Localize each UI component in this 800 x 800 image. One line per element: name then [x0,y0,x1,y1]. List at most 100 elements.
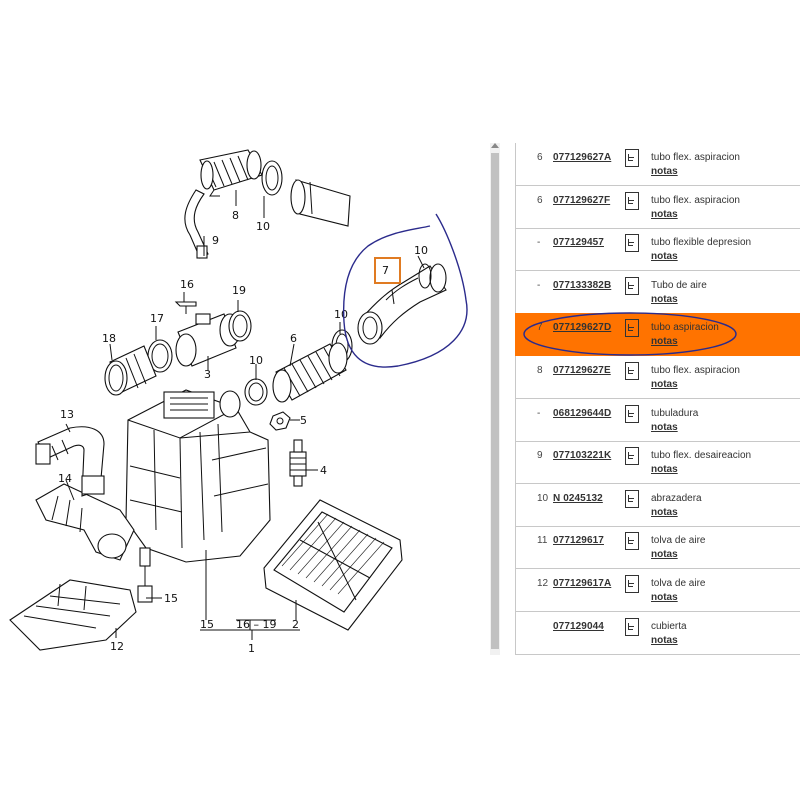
part-number-link[interactable]: 077129627A [553,152,612,163]
part-9-vent-hose[interactable] [184,189,209,259]
part-5-nut[interactable] [269,411,291,431]
part-row[interactable]: 6 077129627F tubo flex. aspiracion notas [515,186,800,229]
part-10-clamp-top[interactable] [261,160,283,196]
callout-6: 6 [290,332,297,345]
callout-13: 13 [60,408,74,421]
part-position: 7 [537,322,543,334]
part-15-sensor[interactable] [137,547,153,603]
part-7-intake-tube[interactable] [357,263,447,345]
part-number-link[interactable]: N 0245132 [553,492,603,504]
notes-link[interactable]: notas [651,208,678,220]
notes-link[interactable]: notas [651,293,678,305]
add-to-list-icon[interactable] [625,149,639,167]
add-to-list-icon[interactable] [625,319,639,338]
callout-16-19: 16 – 19 [236,618,277,631]
part-number-link[interactable]: 077129627F [553,194,611,206]
part-18-connector[interactable] [104,345,157,396]
part-8-hose[interactable] [199,149,263,197]
part-number-link[interactable]: 077129617A [553,578,612,589]
part-13-snorkel[interactable] [35,426,105,497]
notes-link[interactable]: notas [651,506,678,518]
add-to-list-icon[interactable] [625,362,639,380]
callout-4: 4 [320,464,327,477]
notes-link[interactable]: notas [651,251,678,263]
scroll-thumb[interactable] [491,153,499,649]
add-to-list-icon[interactable] [625,404,639,423]
part-row[interactable]: 7 077129627D tubo aspiracion notas [515,313,800,357]
part-number-link[interactable]: 077129457 [553,237,604,249]
part-position: 8 [537,365,543,376]
part-2-filter-element[interactable] [263,499,403,631]
callout-14: 14 [58,472,72,485]
part-position: - [537,237,541,249]
add-to-list-icon[interactable] [625,617,639,636]
callout-3: 3 [204,368,211,381]
part-number-link[interactable]: 077129627E [553,365,611,376]
add-to-list-icon[interactable] [625,447,639,466]
add-to-list-icon[interactable] [625,276,639,295]
callout-10: 10 [256,220,270,233]
part-description: tubuladura [651,407,699,419]
part-1-filter-housing[interactable] [125,389,271,563]
part-description: tubo flex. desaireacion [651,450,752,462]
part-number-link[interactable]: 077133382B [553,279,612,291]
part-number-link[interactable]: 077129627D [553,322,612,334]
callout-16: 16 [180,278,194,291]
part-16-clip[interactable] [174,301,197,307]
callout-5: 5 [300,414,307,427]
part-row[interactable]: -068129644D tubuladura notas [515,399,800,442]
callout-10-low: 10 [249,354,263,367]
add-to-list-icon[interactable] [625,191,639,210]
notes-link[interactable]: notas [651,464,678,476]
part-row[interactable]: 8 077129627E tubo flex. aspiracion notas [515,356,800,399]
part-description: tubo flex. aspiracion [651,365,740,376]
part-number-link[interactable]: 077129617 [553,535,604,547]
notes-link[interactable]: notas [651,634,678,646]
part-number-link[interactable]: 077103221K [553,450,612,462]
add-to-list-icon[interactable] [625,575,639,593]
part-6-corrugated-hose[interactable] [272,342,348,403]
part-position: - [537,279,541,291]
notes-link[interactable]: notas [651,421,678,433]
callout-18: 18 [102,332,116,345]
scroll-up-arrow-icon[interactable] [491,143,499,148]
part-number-link[interactable]: 068129644D [553,407,612,419]
part-description: tolva de aire [651,578,706,589]
add-to-list-icon[interactable] [625,234,639,253]
part-position: 10 [537,492,549,504]
diagram-scrollbar[interactable] [490,143,500,655]
callout-10-top: 10 [414,244,428,257]
add-to-list-icon[interactable] [625,489,639,508]
notes-link[interactable]: notas [651,549,678,561]
part-position: - [537,407,541,419]
highlight-box-part-7 [374,257,401,284]
part-3-air-mass-meter[interactable] [175,313,241,367]
callout-10-mid: 10 [334,308,348,321]
part-12-air-tray[interactable] [9,579,137,651]
part-position: 6 [537,194,543,206]
panel-divider [515,143,516,655]
part-number-link[interactable]: 077129044 [553,620,604,632]
callout-15-bottom: 15 [200,618,214,631]
callout-8: 8 [232,209,239,222]
notes-link[interactable]: notas [651,336,678,348]
notes-link[interactable]: notas [651,166,678,177]
notes-link[interactable]: notas [651,379,678,390]
add-to-list-icon[interactable] [625,532,639,551]
annotation-circle-diagram [342,213,468,368]
notes-link[interactable]: notas [651,592,678,603]
part-description: tubo flex. aspiracion [651,194,740,206]
part-description: tubo aspiracion [651,322,719,334]
part-4-mount[interactable] [289,439,307,487]
